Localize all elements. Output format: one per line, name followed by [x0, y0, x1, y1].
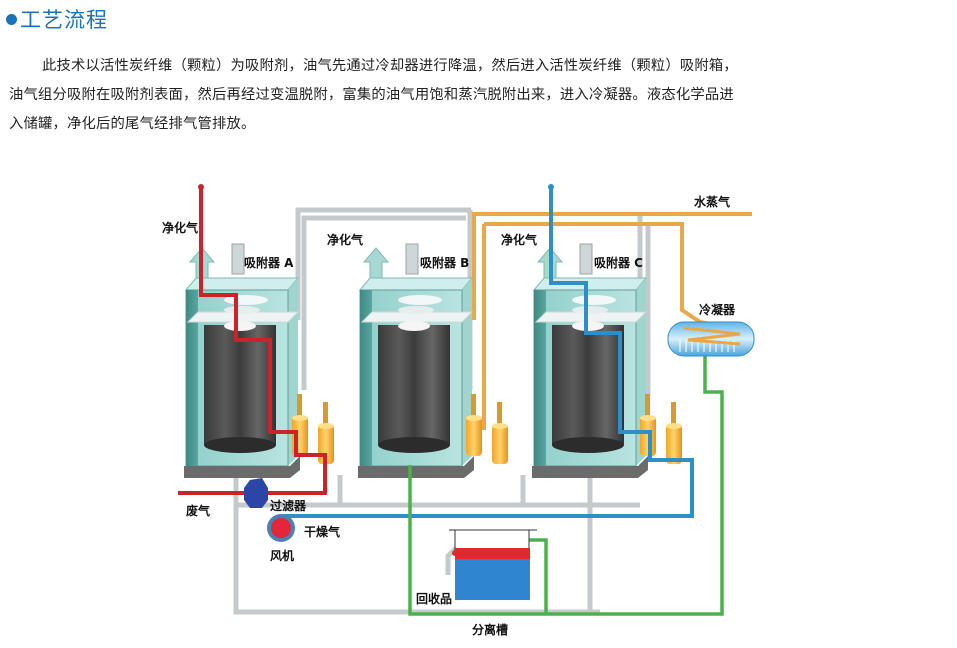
- dry-gas-label: 干燥气: [304, 524, 340, 539]
- description-paragraph: 此技术以活性炭纤维（颗粒）为吸附剂，油气先通过冷却器进行降温，然后进入活性炭纤维…: [9, 52, 949, 139]
- valve-pair-b: [466, 394, 508, 464]
- steam-label: 水蒸气: [694, 194, 730, 209]
- section-title-text: 工艺流程: [20, 8, 108, 32]
- fan-label: 风机: [270, 548, 294, 563]
- filter-icon: [244, 478, 268, 508]
- adsorber-a-label: 吸附器 A: [244, 255, 294, 270]
- section-title: 工艺流程: [6, 4, 108, 34]
- separator-overflow-line: [529, 538, 548, 614]
- waste-gas-line: [178, 188, 327, 495]
- dry-gas-outlet-dot: [548, 184, 554, 190]
- recovered-label: 回收品: [416, 591, 452, 606]
- condenser: [667, 321, 755, 357]
- adsorber-b-outlet-label: 净化气: [327, 232, 363, 247]
- separator-tank: [449, 529, 537, 600]
- adsorber-b: [358, 243, 474, 478]
- separator-label: 分离槽: [472, 622, 508, 637]
- paragraph-line-3: 入储罐，净化后的尾气经排气管排放。: [9, 116, 256, 132]
- fan-icon: [267, 514, 295, 542]
- valve-pair-c: [640, 394, 682, 464]
- paragraph-line-1: 此技术以活性炭纤维（颗粒）为吸附剂，油气先通过冷却器进行降温，然后进入活性炭纤维…: [42, 58, 738, 74]
- dry-gas-line: [283, 188, 694, 518]
- waste-gas-label: 废气: [186, 503, 210, 518]
- condensate-line: [408, 356, 724, 616]
- paragraph-line-2: 油气组分吸附在吸附剂表面，然后再经过变温脱附，富集的油气用饱和蒸汽脱附出来，进入…: [9, 87, 734, 103]
- filter-label: 过滤器: [270, 498, 307, 513]
- adsorber-c-outlet-label: 净化气: [501, 232, 537, 247]
- adsorber-b-label: 吸附器 B: [420, 255, 469, 270]
- bullet-icon: [6, 13, 17, 25]
- waste-gas-outlet-dot: [198, 184, 204, 190]
- condenser-label: 冷凝器: [699, 302, 736, 317]
- adsorber-c-label: 吸附器 C: [594, 255, 643, 270]
- adsorber-a-outlet-label: 净化气: [162, 220, 198, 235]
